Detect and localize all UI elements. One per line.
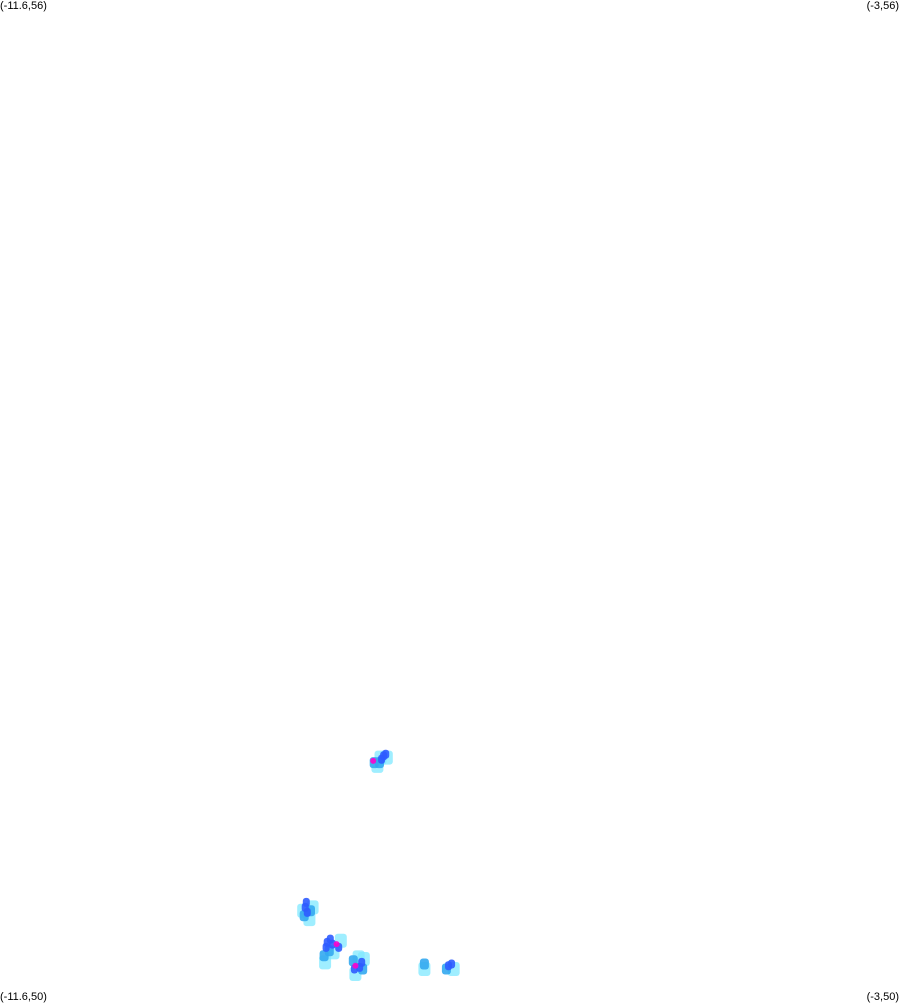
density-marker xyxy=(448,960,455,969)
corner-label-bottom-right: (-3,50) xyxy=(867,991,899,1003)
density-marker xyxy=(370,758,376,764)
density-marker xyxy=(323,943,330,952)
density-marker xyxy=(352,963,358,969)
corner-label-top-left: (-11.6,56) xyxy=(0,0,47,12)
corner-label-bottom-left: (-11.6,50) xyxy=(0,991,47,1003)
density-marker xyxy=(358,958,365,967)
density-marker xyxy=(382,750,389,759)
density-marker xyxy=(320,950,329,961)
density-marker xyxy=(334,941,340,947)
density-marker xyxy=(304,908,311,917)
corner-label-top-right: (-3,56) xyxy=(867,0,899,12)
density-marker xyxy=(420,959,429,970)
